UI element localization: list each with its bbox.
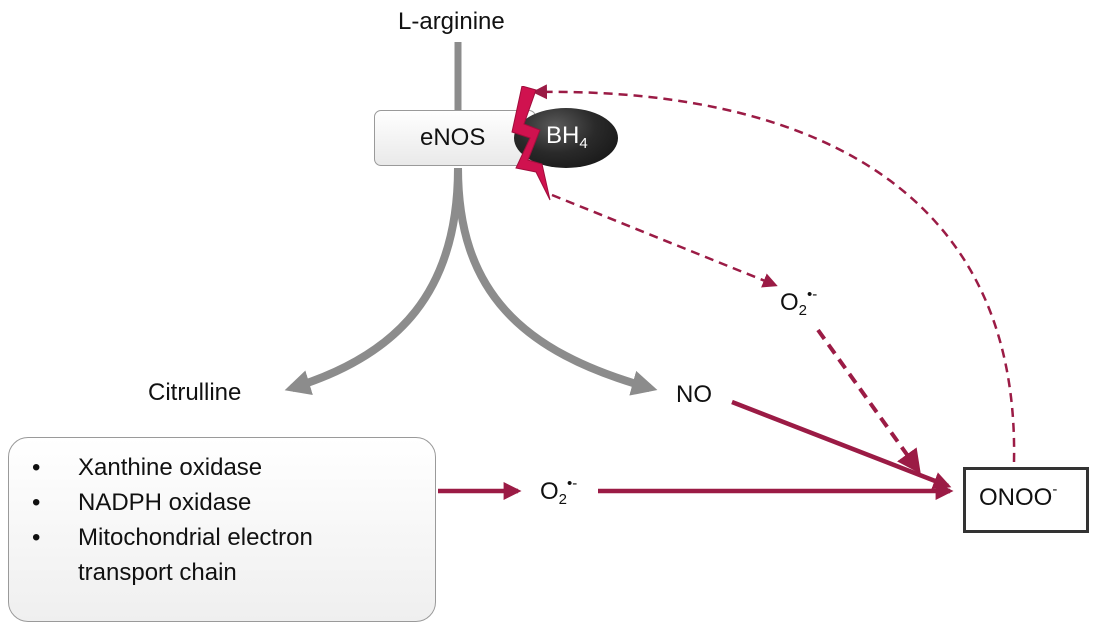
citrulline-label: Citrulline [148, 379, 242, 406]
bullet: • [32, 454, 41, 481]
source-item-text: NADPH oxidase [78, 489, 252, 516]
source-item-nadph-oxidase: • NADPH oxidase [30, 485, 313, 520]
peroxynitrite-feedback-arrow [532, 84, 1016, 463]
source-item-text: Mitochondrial electron [78, 524, 313, 551]
source-item-mitochondrial-etc: • Mitochondrial electron transport chain [30, 520, 313, 590]
superoxide-sources-list: • Xanthine oxidase • NADPH oxidase • Mit… [30, 450, 313, 590]
bullet: • [32, 524, 41, 551]
source-item-xanthine-oxidase: • Xanthine oxidase [30, 450, 313, 485]
lightning-bolt-icon [511, 86, 551, 201]
peroxynitrite-label: ONOO- [979, 481, 1058, 511]
no-arrow [454, 167, 658, 396]
source-item-text: Xanthine oxidase [78, 454, 263, 481]
source-item-text-continued: transport chain [78, 559, 237, 586]
superoxide-lower-label: O2•- [540, 475, 578, 508]
citrulline-arrow [284, 167, 462, 395]
nitric-oxide-label: NO [676, 381, 712, 408]
superoxide-to-peroxynitrite-dashed [816, 328, 921, 474]
bullet: • [32, 489, 41, 516]
superoxide-upper-label: O2•- [780, 286, 818, 319]
superoxide-sources-box [8, 437, 436, 622]
uncoupled-superoxide-arrow [551, 193, 778, 288]
enos-label: eNOS [420, 124, 486, 151]
no-to-peroxynitrite-arrow [731, 399, 952, 490]
bh4-label: BH4 [546, 122, 588, 152]
l-arginine-label: L-arginine [398, 8, 505, 35]
peroxynitrite-box [963, 467, 1089, 533]
